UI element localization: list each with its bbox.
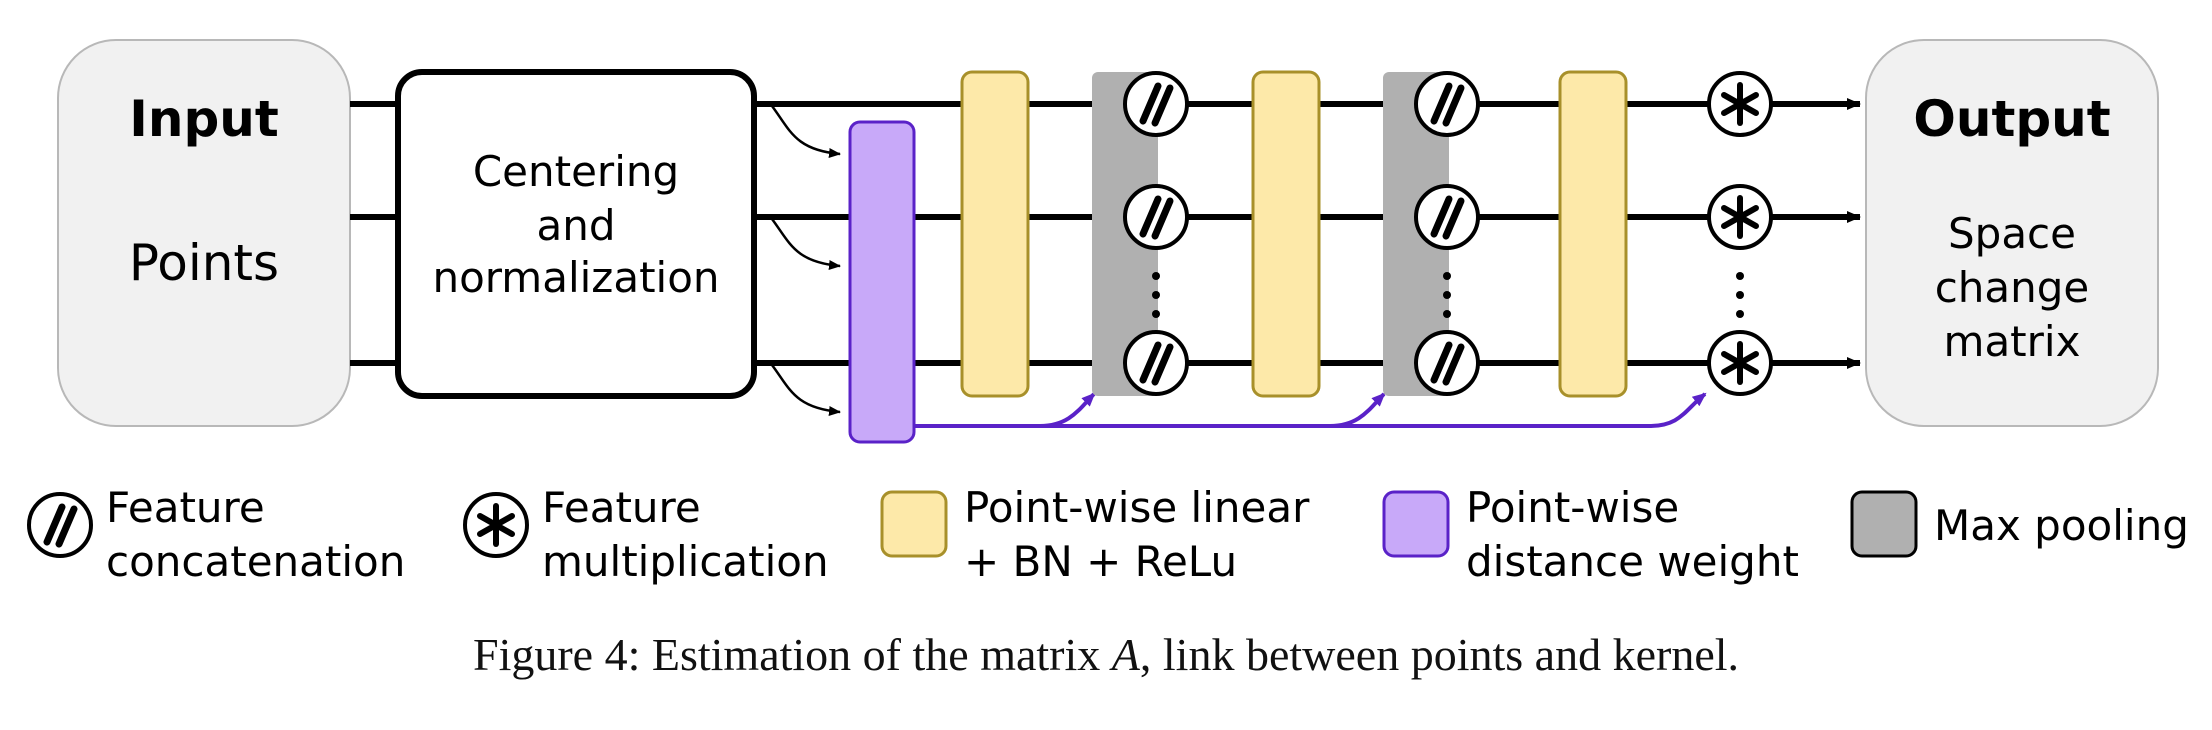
legend-maxpool-line1: Max pooling: [1934, 501, 2189, 550]
branch-curves: [770, 105, 841, 417]
legend-mult: Feature multiplication: [465, 483, 829, 586]
concat-symbol-icon: [1416, 186, 1478, 248]
legend-distance: Point-wise distance weight: [1382, 483, 1799, 586]
output-title: Output: [1913, 90, 2110, 148]
input-box: Input Points: [57, 39, 351, 427]
legend-concat-line1: Feature: [106, 483, 265, 532]
max-pooling-block-2: [1383, 72, 1449, 396]
caption-symbol: A: [1111, 629, 1140, 680]
legend-concat: Feature concatenation: [29, 483, 405, 586]
caption-prefix: Figure 4: Estimation of the matrix: [472, 629, 1112, 680]
input-subtitle: Points: [129, 234, 279, 292]
mult-legend-icon: [465, 494, 527, 556]
concat-symbol-icon: [1416, 73, 1478, 135]
distance-weight-block: [848, 120, 916, 444]
centering-box: Centering and normalization: [395, 69, 757, 399]
maxpool-legend-swatch: [1850, 490, 1918, 558]
legend-distance-line2: distance weight: [1466, 537, 1799, 586]
output-line-1: Space: [1948, 209, 2076, 258]
legend-maxpool: Max pooling: [1850, 490, 2189, 558]
legend-linear: Point-wise linear + BN + ReLu: [880, 483, 1310, 586]
linear-block-1: [960, 70, 1030, 398]
legend-concat-line2: concatenation: [106, 537, 405, 586]
linear-legend-swatch: [880, 490, 948, 558]
centering-line-1: Centering: [473, 147, 679, 196]
legend-linear-line1: Point-wise linear: [964, 483, 1310, 532]
legend-mult-line1: Feature: [542, 483, 701, 532]
concat-symbol-icon: [1125, 73, 1187, 135]
concat-symbol-icon: [1125, 186, 1187, 248]
centering-line-2: and: [536, 201, 615, 250]
max-pooling-block-1: [1092, 72, 1158, 396]
output-line-2: change: [1935, 263, 2090, 312]
legend-linear-line2: + BN + ReLu: [964, 537, 1237, 586]
distance-legend-swatch: [1382, 490, 1450, 558]
input-connectors: [350, 101, 398, 366]
concat-symbol-icon: [1416, 332, 1478, 394]
mult-symbol-icon: [1709, 73, 1771, 135]
output-box: Output Space change matrix: [1865, 39, 2159, 427]
figure-caption: Figure 4: Estimation of the matrix A, li…: [0, 628, 2212, 681]
input-title: Input: [129, 90, 279, 148]
caption-suffix: , link between points and kernel.: [1139, 629, 1740, 680]
linear-block-3: [1558, 70, 1628, 398]
centering-line-3: normalization: [432, 253, 719, 302]
output-line-3: matrix: [1944, 317, 2081, 366]
mult-symbol-icon: [1709, 332, 1771, 394]
legend: Feature concatenation Feature multiplica…: [29, 483, 2189, 586]
linear-block-2: [1251, 70, 1321, 398]
legend-distance-line1: Point-wise: [1466, 483, 1679, 532]
mult-symbol-icon: [1709, 186, 1771, 248]
concat-legend-icon: [29, 494, 91, 556]
concat-symbol-icon: [1125, 332, 1187, 394]
vertical-ellipsis: [1152, 272, 1744, 318]
legend-mult-line2: multiplication: [542, 537, 829, 586]
distance-weight-connector: [914, 392, 1707, 428]
